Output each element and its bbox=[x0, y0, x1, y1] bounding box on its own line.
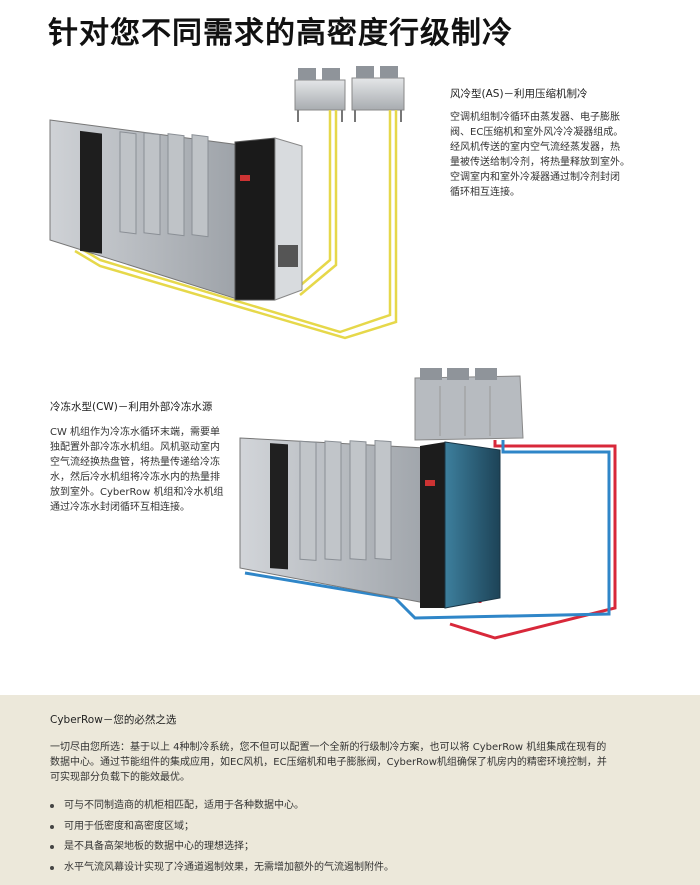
chilled-water-line: CW 机组作为冷冻水循环末端，需要单 bbox=[50, 427, 221, 438]
list-item: 水平气流风幕设计实现了冷通道遏制效果，无需增加额外的气流遏制附件。 bbox=[50, 861, 394, 882]
air-cooled-system-illustration bbox=[49, 66, 405, 340]
outdoor-condenser-units bbox=[294, 66, 405, 122]
air-cooled-line: 循环相互连接。 bbox=[450, 187, 520, 198]
list-item: 是不具备高架地板的数据中心的理想选择； bbox=[50, 840, 394, 861]
air-cooled-line: 量被传送给制冷剂，将热量释放到室外。 bbox=[450, 157, 630, 168]
chilled-water-line: 独配置外部冷冻水机组。风机驱动室内 bbox=[50, 442, 220, 453]
outdoor-chiller-unit bbox=[414, 368, 524, 441]
air-cooled-description: 空调机组制冷循环由蒸发器、电子膨胀 阀、EC压缩机和室外风冷冷凝器组成。 经风机… bbox=[450, 110, 630, 200]
summary-line: 一切尽由您所选：基于以上 4种制冷系统，您不但可以配置一个全新的行级制冷方案，也… bbox=[50, 742, 607, 753]
summary-paragraph: 一切尽由您所选：基于以上 4种制冷系统，您不但可以配置一个全新的行级制冷方案，也… bbox=[50, 740, 650, 785]
chilled-water-line: 水，然后冷水机组将冷冻水内的热量排 bbox=[50, 472, 220, 483]
server-rack-row bbox=[49, 119, 303, 301]
summary-panel: CyberRow－您的必然之选 一切尽由您所选：基于以上 4种制冷系统，您不但可… bbox=[0, 695, 700, 885]
feature-list: 可与不同制造商的机柜相匹配，适用于各种数据中心。 可用于低密度和高密度区域； 是… bbox=[50, 799, 394, 881]
chilled-water-system-illustration bbox=[239, 368, 617, 640]
air-cooled-line: 空调室内和室外冷凝器通过制冷剂封闭 bbox=[450, 172, 620, 183]
list-item-text: 水平气流风幕设计实现了冷通道遏制效果，无需增加额外的气流遏制附件。 bbox=[64, 861, 394, 873]
summary-heading: CyberRow－您的必然之选 bbox=[50, 714, 177, 726]
list-item: 可用于低密度和高密度区域； bbox=[50, 820, 394, 841]
chilled-water-line: 放到室外。CyberRow 机组和冷水机组 bbox=[50, 487, 224, 498]
server-rack-row bbox=[239, 437, 501, 609]
list-item: 可与不同制造商的机柜相匹配，适用于各种数据中心。 bbox=[50, 799, 394, 820]
bullet-icon bbox=[50, 845, 54, 849]
list-item-text: 可与不同制造商的机柜相匹配，适用于各种数据中心。 bbox=[64, 800, 304, 811]
list-item-text: 是不具备高架地板的数据中心的理想选择； bbox=[64, 841, 254, 852]
page-title: 针对您不同需求的高密度行级制冷 bbox=[48, 16, 513, 51]
air-cooled-line: 空调机组制冷循环由蒸发器、电子膨胀 bbox=[450, 112, 620, 123]
air-cooled-line: 阀、EC压缩机和室外风冷冷凝器组成。 bbox=[450, 127, 624, 138]
list-item-text: 可用于低密度和高密度区域； bbox=[64, 820, 194, 832]
summary-line: 可实现部分负载下的能效最优。 bbox=[50, 772, 190, 783]
bullet-icon bbox=[50, 865, 54, 870]
chilled-water-line: 通过冷冻水封闭循环互相连接。 bbox=[50, 502, 190, 513]
chilled-water-description: CW 机组作为冷冻水循环末端，需要单 独配置外部冷冻水机组。风机驱动室内 空气流… bbox=[50, 425, 224, 515]
air-cooled-heading: 风冷型(AS)－利用压缩机制冷 bbox=[450, 88, 588, 100]
bullet-icon bbox=[50, 804, 54, 808]
air-cooled-line: 经风机传送的室内空气流经蒸发器，热 bbox=[450, 142, 620, 153]
bullet-icon bbox=[50, 824, 54, 829]
chilled-water-line: 空气流经换热盘管，将热量传递给冷冻 bbox=[50, 457, 220, 468]
summary-line: 数据中心。通过节能组件的集成应用，如EC风机，EC压缩机和电子膨胀阀，Cyber… bbox=[50, 757, 607, 768]
refrigerant-pipes bbox=[74, 110, 398, 340]
chilled-water-heading: 冷冻水型(CW)－利用外部冷冻水源 bbox=[50, 401, 213, 413]
